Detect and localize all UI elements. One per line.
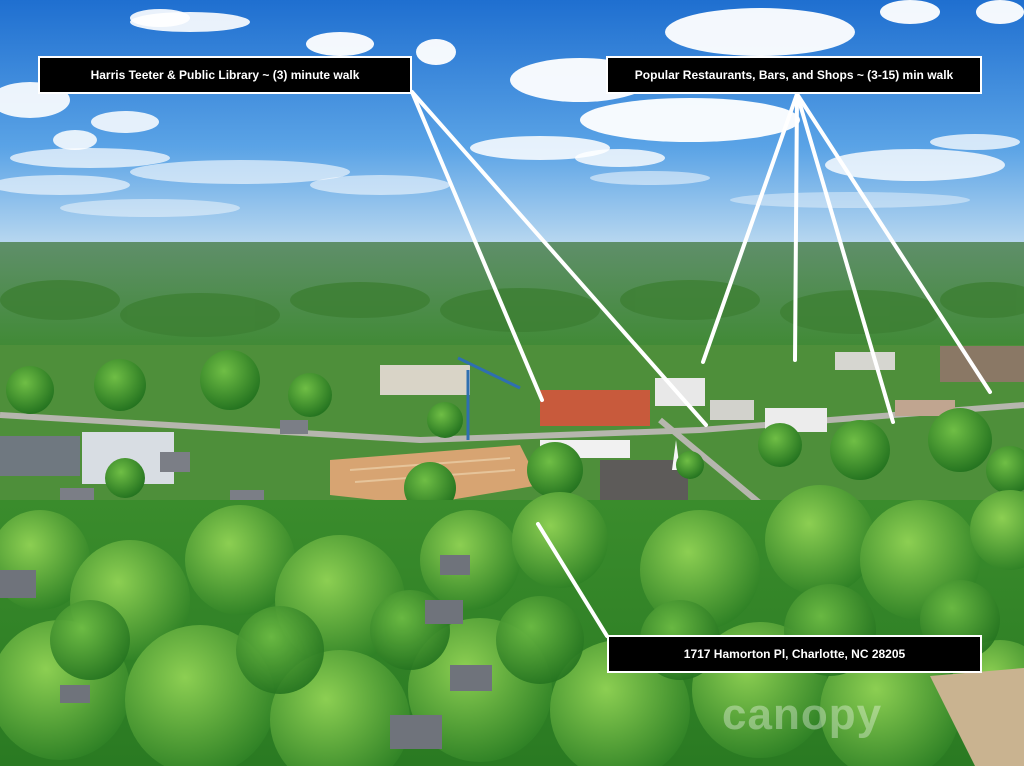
town-area	[0, 345, 1024, 563]
library-pointer-line-1	[410, 90, 544, 402]
pointer-lines	[410, 90, 992, 638]
address-pointer-line	[536, 522, 609, 638]
restaurants-pointer-line-3	[795, 92, 895, 424]
restaurants-pointer-line-2	[793, 92, 799, 362]
restaurants-pointer-line-1	[701, 92, 799, 364]
library-pointer-line-2	[410, 90, 708, 427]
restaurants-pointer-line-4	[795, 92, 992, 394]
address-callout-label: 1717 Hamorton Pl, Charlotte, NC 28205	[607, 635, 982, 673]
restaurants-callout-label: Popular Restaurants, Bars, and Shops ~ (…	[606, 56, 982, 94]
library-callout-label: Harris Teeter & Public Library ~ (3) min…	[38, 56, 412, 94]
canopy-watermark: canopy	[722, 690, 883, 739]
far-forest	[0, 242, 1024, 352]
clouds	[0, 0, 1024, 217]
